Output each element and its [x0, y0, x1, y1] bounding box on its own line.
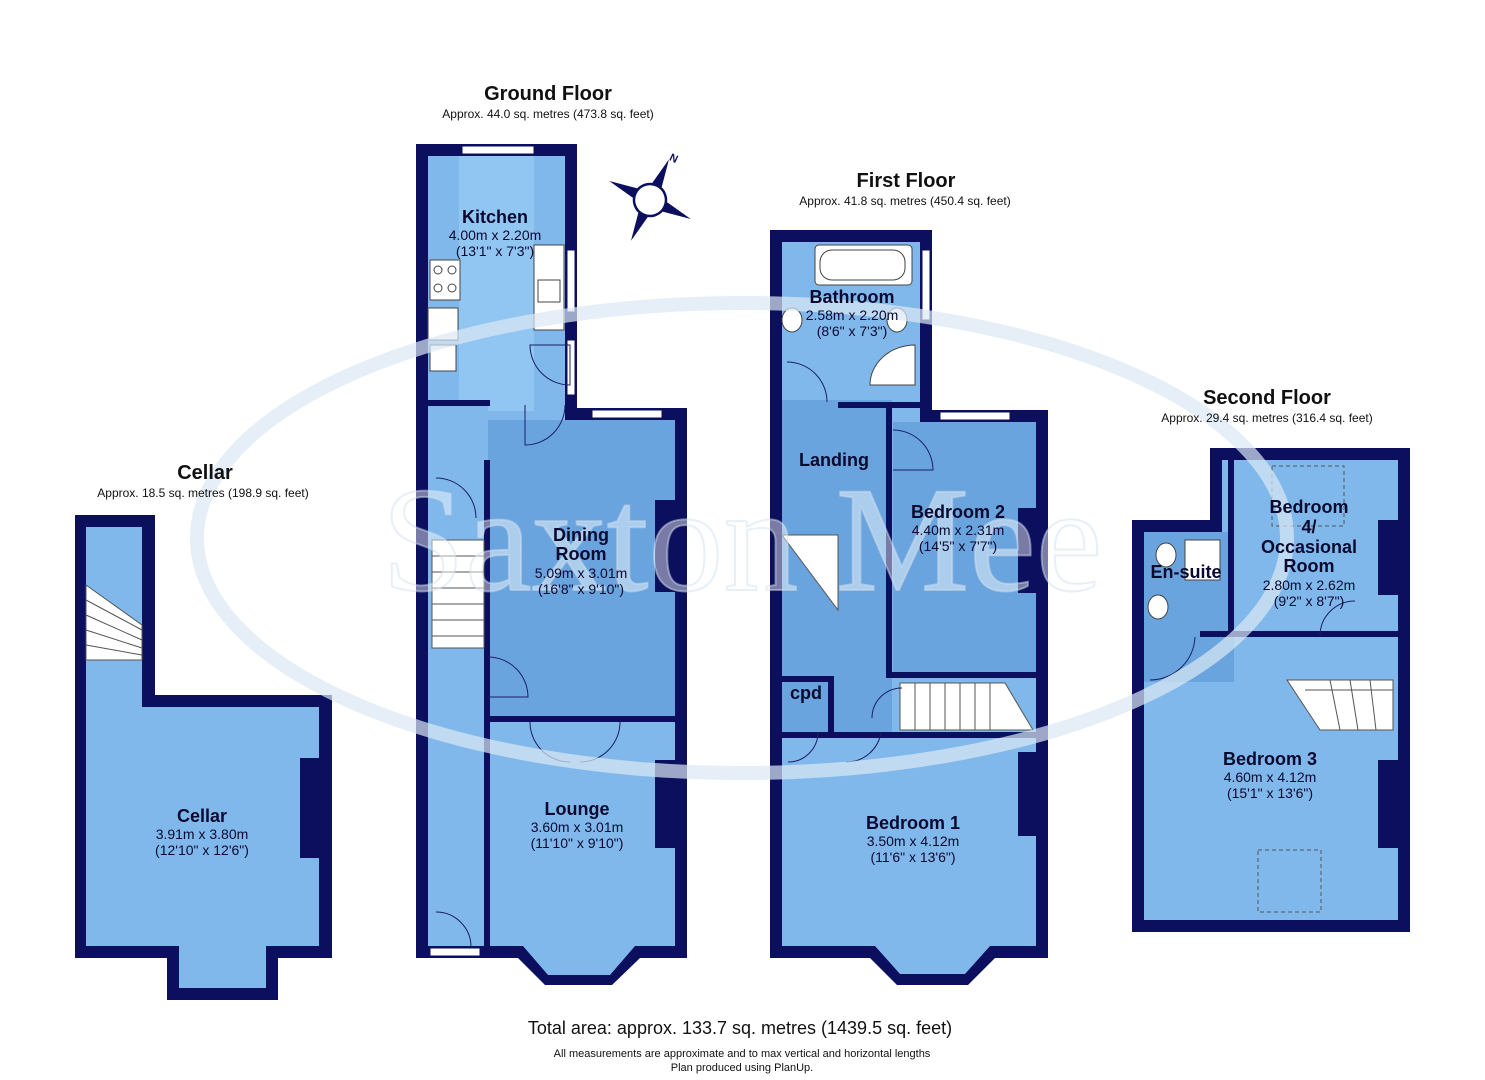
cellar-plan: [75, 515, 332, 1000]
room-metric: 2.80m x 2.62m: [1263, 577, 1356, 593]
room-imperial: (14'5" x 7'7"): [919, 538, 997, 554]
ground-floor-title: Ground Floor: [484, 83, 612, 105]
room-imperial: (9'2" x 8'7"): [1274, 593, 1345, 609]
room-imperial: (11'6" x 13'6"): [870, 849, 955, 865]
room-name-line4: Room: [1284, 556, 1335, 576]
room-imperial: (15'1" x 13'6"): [1227, 785, 1313, 801]
second-floor-area: Approx. 29.4 sq. metres (316.4 sq. feet): [1161, 411, 1372, 425]
room-name-line2: Room: [556, 544, 607, 564]
room-label-bedroom-1: Bedroom 1 3.50m x 4.12m (11'6" x 13'6"): [866, 813, 960, 865]
room-label-kitchen: Kitchen 4.00m x 2.20m (13'1" x 7'3"): [449, 207, 542, 259]
ground-stairs: [431, 539, 485, 649]
ground-floor-area: Approx. 44.0 sq. metres (473.8 sq. feet): [442, 107, 653, 121]
room-metric: 4.60m x 4.12m: [1224, 769, 1317, 785]
room-name: Kitchen: [462, 207, 528, 227]
first-floor-title: First Floor: [857, 170, 956, 192]
room-label-bedroom-2: Bedroom 2 4.40m x 2.31m (14'5" x 7'7"): [911, 502, 1005, 554]
room-label-lounge: Lounge 3.60m x 3.01m (11'10" x 9'10"): [531, 799, 624, 851]
room-name-line2: 4/: [1301, 517, 1316, 537]
total-area: Total area: approx. 133.7 sq. metres (14…: [528, 1018, 952, 1038]
room-metric: 3.91m x 3.80m: [156, 826, 249, 842]
room-imperial: (8'6" x 7'3"): [817, 323, 888, 339]
room-metric: 2.58m x 2.20m: [806, 307, 899, 323]
room-imperial: (12'10" x 12'6"): [155, 842, 249, 858]
room-label-bedroom-4: Bedroom 4/ Occasional Room 2.80m x 2.62m…: [1261, 497, 1357, 609]
cellar-area: Approx. 18.5 sq. metres (198.9 sq. feet): [97, 486, 308, 500]
room-imperial: (13'1" x 7'3"): [456, 243, 534, 259]
room-label-en-suite: En-suite: [1150, 562, 1221, 582]
first-floor-plan: [770, 230, 1048, 985]
room-name: Bedroom 2: [911, 502, 1005, 522]
room-label-cellar: Cellar 3.91m x 3.80m (12'10" x 12'6"): [155, 806, 249, 858]
second-floor-title: Second Floor: [1203, 387, 1331, 409]
room-label-landing: Landing: [799, 450, 869, 470]
room-name: Lounge: [545, 799, 610, 819]
room-label-bathroom: Bathroom 2.58m x 2.20m (8'6" x 7'3"): [806, 287, 899, 339]
room-metric: 4.00m x 2.20m: [449, 227, 542, 243]
room-metric: 3.50m x 4.12m: [867, 833, 960, 849]
room-metric: 3.60m x 3.01m: [531, 819, 624, 835]
room-imperial: (16'8" x 9'10"): [538, 581, 624, 597]
compass-north-label: N: [667, 152, 679, 166]
room-label-bedroom-3: Bedroom 3 4.60m x 4.12m (15'1" x 13'6"): [1223, 749, 1317, 801]
room-name: Cellar: [177, 806, 227, 826]
second-floor-plan: [1132, 448, 1410, 932]
room-name: Bedroom 3: [1223, 749, 1317, 769]
first-stairs: [781, 534, 1034, 731]
room-name: Bathroom: [810, 287, 895, 307]
second-stairs: [1286, 679, 1394, 731]
measurement-note: All measurements are approximate and to …: [554, 1048, 931, 1060]
compass-icon: [609, 159, 691, 241]
first-floor-area: Approx. 41.8 sq. metres (450.4 sq. feet): [799, 194, 1010, 208]
cellar-stairs: [85, 584, 143, 661]
room-metric: 4.40m x 2.31m: [912, 522, 1005, 538]
room-label-dining-room: Dining Room 5.09m x 3.01m (16'8" x 9'10"…: [535, 525, 628, 597]
room-name-line3: Occasional: [1261, 537, 1357, 557]
room-imperial: (11'10" x 9'10"): [531, 835, 624, 851]
room-metric: 5.09m x 3.01m: [535, 565, 628, 581]
room-name: Bedroom 1: [866, 813, 960, 833]
watermark-text: Saxton Mee: [382, 457, 1103, 623]
room-name-line1: Bedroom: [1269, 497, 1348, 517]
watermark: Saxton Mee: [190, 296, 1294, 780]
planup-credit: Plan produced using PlanUp.: [671, 1062, 813, 1074]
cellar-title: Cellar: [177, 462, 233, 484]
room-name-line1: Dining: [553, 525, 609, 545]
room-label-cpd: cpd: [790, 683, 822, 703]
